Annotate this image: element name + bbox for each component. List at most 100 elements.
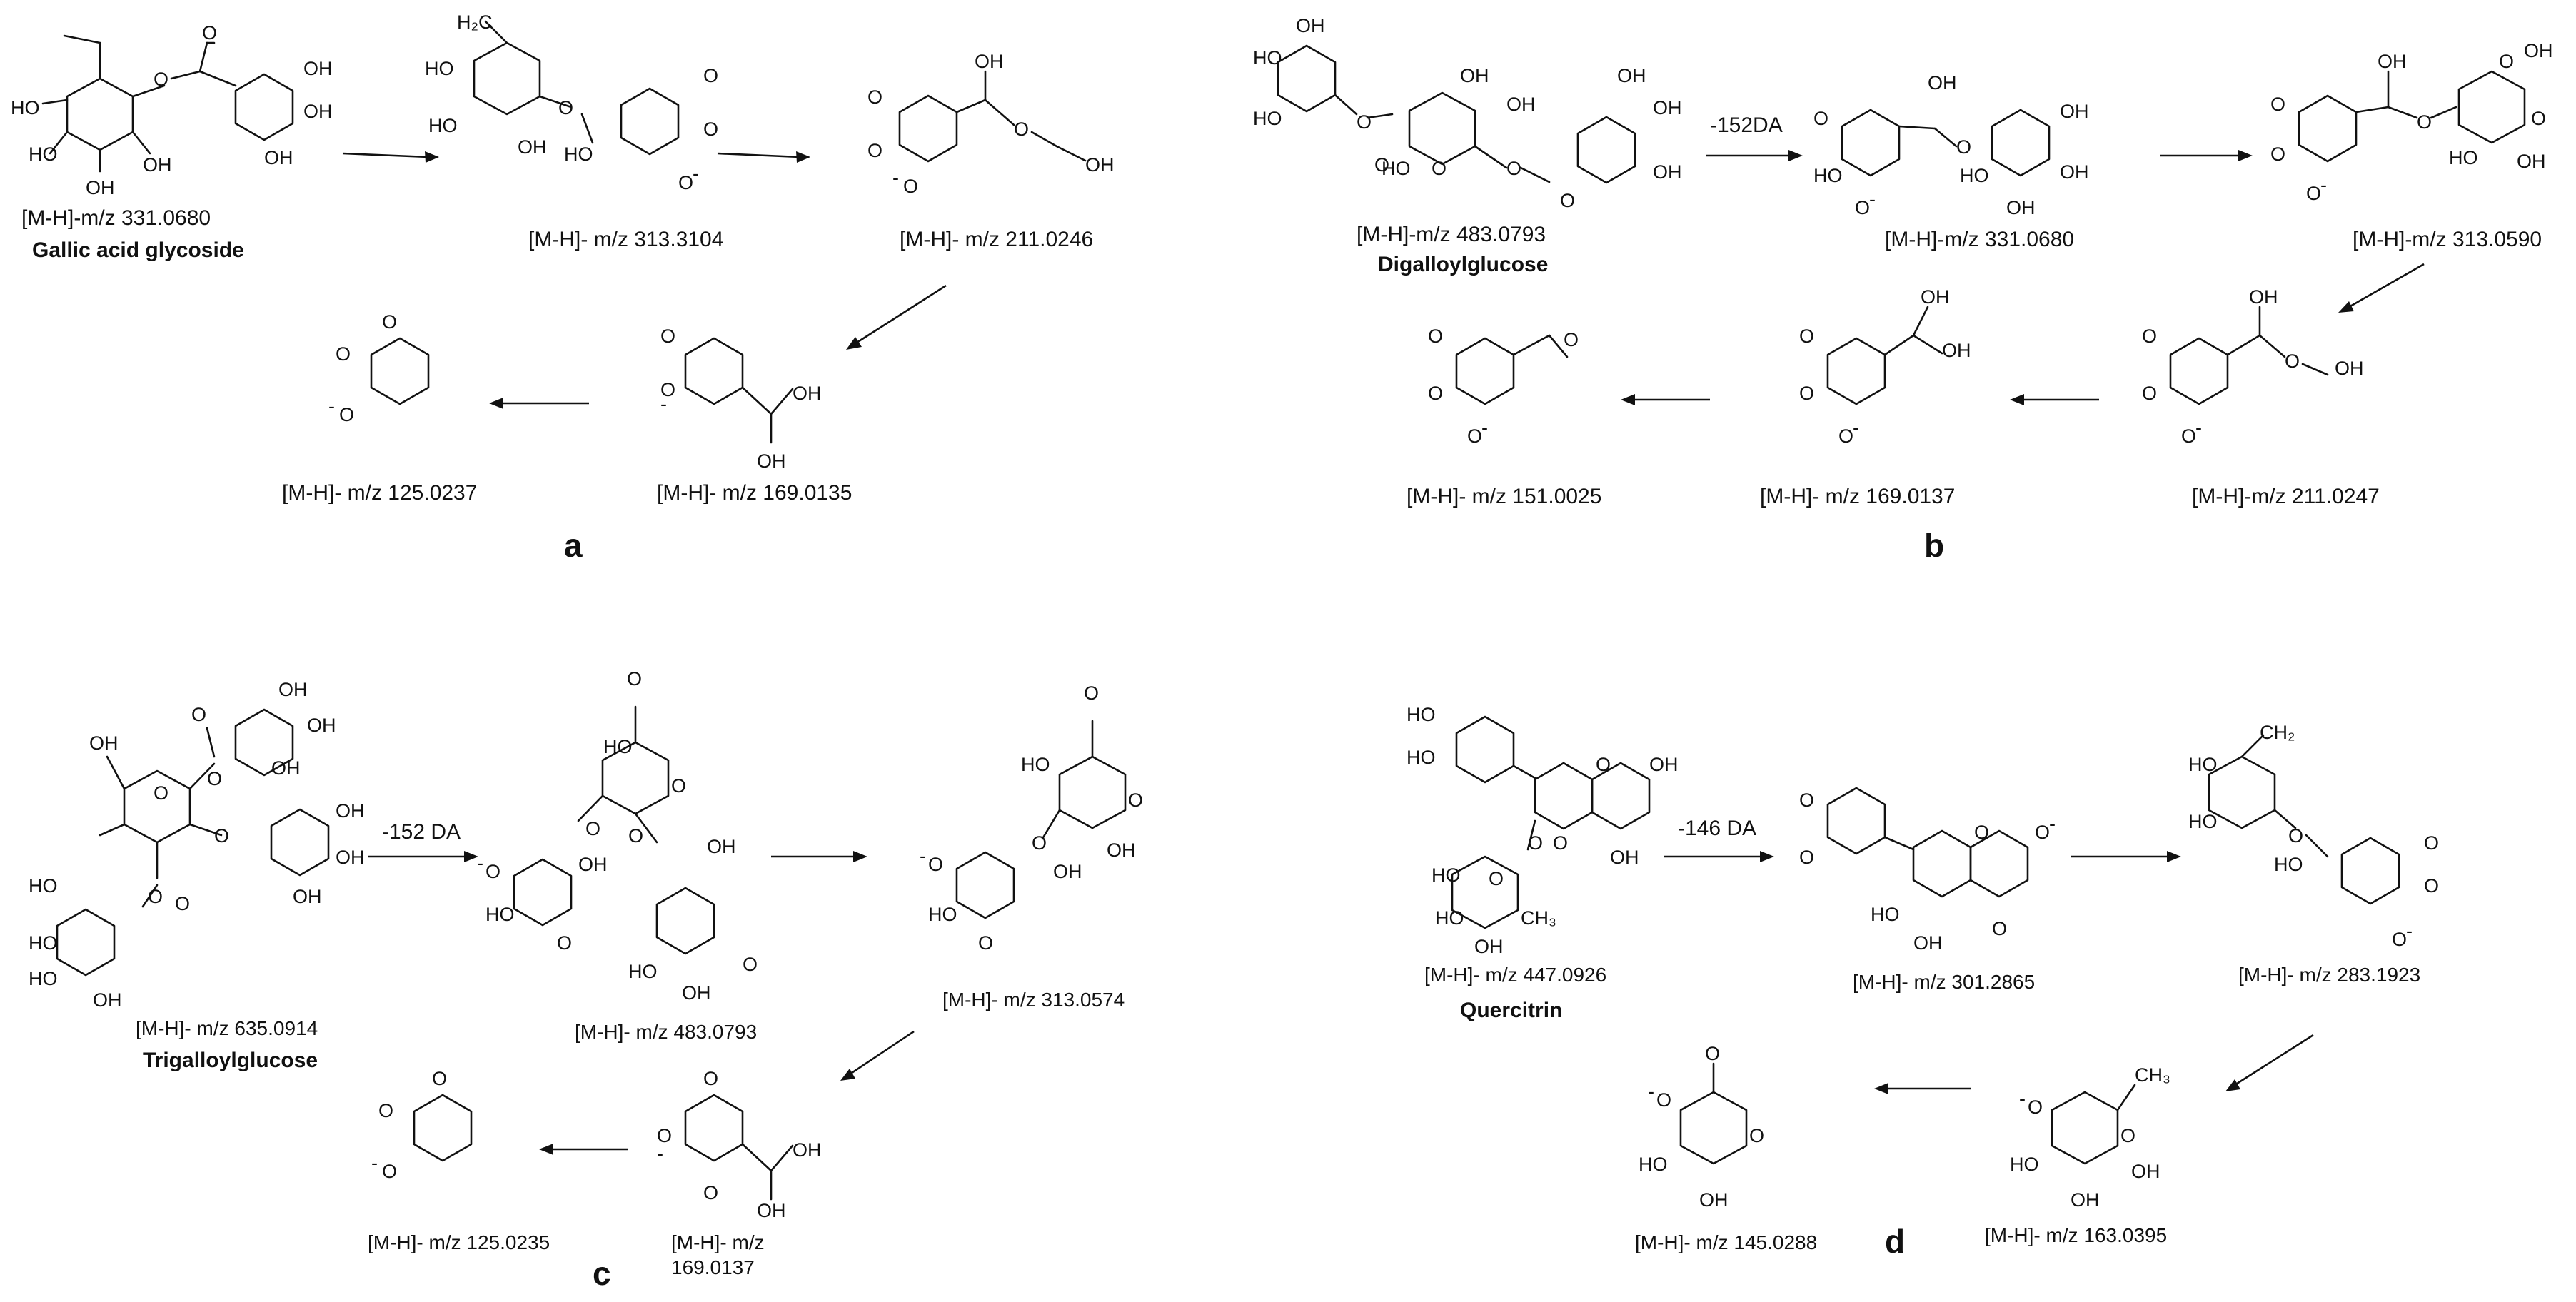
atom-ho: HO [428, 115, 458, 136]
atom-ho: HO [1407, 704, 1436, 725]
structure-fragment-483 [513, 705, 715, 955]
panel-d: HO HO O OH O O OH HO O HO CH₃ OH [M-H]- … [1407, 704, 2439, 1260]
reaction-arrow [342, 151, 439, 163]
atom-ho: HO [2010, 1154, 2039, 1175]
mz-label: [M-H]-m/z 313.0590 [2353, 228, 2542, 251]
charge-minus: - [371, 1152, 378, 1174]
atom-oh: OH [2006, 197, 2036, 218]
atom-o: O [2531, 108, 2546, 129]
atom-o: O [2270, 143, 2285, 165]
atom-o: O [1560, 190, 1575, 211]
atom-oh: OH [336, 847, 365, 868]
structure-fragment-211 [2169, 306, 2329, 405]
structure-fragment-125 [413, 1094, 473, 1162]
atom-o: O [1705, 1043, 1720, 1064]
atom-o: O [1956, 136, 1971, 158]
atom-o: O [2142, 326, 2157, 347]
compound-name: Gallic acid glycoside [32, 238, 244, 262]
compound-name: Quercitrin [1460, 999, 1562, 1022]
atom-o-anion: O [928, 854, 943, 875]
charge-minus: - [920, 845, 926, 867]
atom-o: O [1374, 154, 1389, 176]
atom-oh: OH [143, 154, 172, 176]
atom-oh: OH [303, 101, 333, 122]
atom-o: O [1528, 832, 1543, 854]
mz-label: [M-H]-m/z 331.0680 [21, 206, 211, 230]
atom-oh: OH [1610, 847, 1639, 868]
atom-o: O [1428, 326, 1443, 347]
atom-o: O [743, 954, 758, 975]
atom-ho: HO [1813, 165, 1843, 186]
atom-o: O [1799, 383, 1814, 404]
structure-digalloylglucose [1277, 44, 1636, 184]
atom-oh: OH [336, 800, 365, 822]
charge-minus: - [657, 1143, 663, 1164]
atom-o: O [1357, 111, 1372, 133]
mz-label: [M-H]- m/z 283.1923 [2238, 964, 2420, 986]
panel-b: OH HO HO O O OH OH HO O O O OH OH OH [M-… [1253, 15, 2553, 564]
atom-oh: OH [518, 136, 547, 158]
structure-fragment-313 [2298, 70, 2526, 163]
atom-o-anion: O [339, 404, 354, 425]
atom-o: O [1128, 789, 1143, 811]
atom-ho: HO [2188, 811, 2218, 832]
reaction-arrow [2160, 150, 2253, 161]
reaction-arrow [1664, 851, 1774, 862]
atom-ch2: CH₂ [2260, 722, 2295, 743]
atom-o: O [1014, 118, 1029, 140]
reaction-arrow [368, 851, 478, 862]
atom-oh: OH [757, 450, 786, 472]
reaction-arrow [1874, 1083, 1971, 1094]
atom-o-anion: O [2306, 183, 2321, 204]
atom-o: O [671, 775, 686, 797]
atom-o: O [202, 22, 217, 44]
atom-o: O [1749, 1125, 1764, 1146]
atom-o: O [214, 825, 229, 847]
atom-o: O [703, 1182, 718, 1203]
atom-oh: OH [2517, 151, 2546, 172]
atom-ho: HO [1021, 754, 1050, 775]
mz-label: [M-H]- m/z 447.0926 [1424, 964, 1606, 986]
charge-minus: - [477, 852, 483, 874]
mz-label: [M-H]-m/z 211.0247 [2192, 485, 2380, 508]
atom-ho: HO [485, 904, 515, 925]
atom-ho: HO [1435, 907, 1464, 929]
atom-o-anion: O [1838, 425, 1853, 447]
atom-oh: OH [1474, 936, 1504, 957]
atom-o: O [1974, 822, 1989, 843]
atom-o-anion: O [1656, 1089, 1671, 1111]
structure-fragment-313 [955, 720, 1127, 919]
structure-fragment-169 [684, 337, 794, 444]
atom-o: O [1506, 158, 1521, 179]
atom-oh: OH [278, 679, 308, 700]
atom-oh: OH [1053, 861, 1082, 882]
structure-fragment-125 [370, 337, 430, 405]
reaction-arrow [840, 1030, 915, 1081]
mz-label: [M-H]- m/z 125.0235 [368, 1231, 550, 1253]
atom-o: O [703, 1068, 718, 1089]
atom-o: O [867, 140, 882, 161]
atom-o: O [1032, 832, 1047, 854]
atom-ho: HO [1871, 904, 1900, 925]
reaction-arrow [489, 398, 589, 409]
mz-label: [M-H]- m/z 169.0137 [1760, 485, 1955, 508]
atom-o: O [1564, 329, 1579, 350]
atom-o-anion: O [903, 176, 918, 197]
atom-o-anion: O [1467, 425, 1482, 447]
atom-o: O [703, 65, 718, 86]
charge-minus: - [660, 393, 667, 415]
atom-oh: OH [578, 854, 608, 875]
atom-ho: HO [29, 875, 58, 897]
atom-oh: OH [86, 177, 115, 198]
atom-h2c: H₂C [457, 11, 492, 33]
charge-minus: - [1648, 1081, 1654, 1102]
mass-loss-label: -152DA [1710, 113, 1783, 137]
structure-fragment-301 [1826, 787, 2029, 898]
atom-oh: OH [2060, 161, 2089, 183]
atom-o: O [657, 1125, 672, 1146]
reaction-arrow [2225, 1034, 2314, 1091]
atom-o: O [628, 825, 643, 847]
atom-ho: HO [928, 904, 957, 925]
atom-oh: OH [1107, 839, 1136, 861]
